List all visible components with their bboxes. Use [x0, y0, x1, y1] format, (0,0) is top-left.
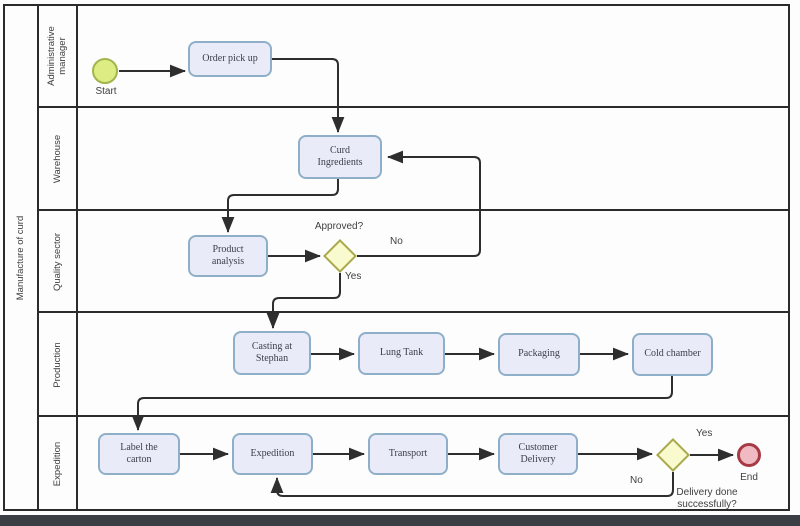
task-label: Casting at Stephan [251, 340, 293, 365]
end-event[interactable] [737, 443, 761, 467]
task-label: Transport [388, 447, 428, 459]
start-label: Start [95, 86, 117, 97]
task-label: Lung Tank [379, 347, 424, 359]
end-label: End [740, 472, 758, 483]
lane-label-production: Production [51, 342, 63, 388]
task-order-pickup[interactable]: Order pick up [188, 41, 272, 77]
pool-title: Manufacture of curd [14, 215, 26, 301]
edge-label-delivery-no: No [630, 475, 643, 486]
task-expedition[interactable]: Expedition [232, 433, 313, 475]
lane-divider [39, 415, 790, 417]
task-packaging[interactable]: Packaging [498, 333, 580, 376]
edge-label-approved-no: No [390, 236, 403, 247]
gateway-approved-question: Approved? [314, 221, 364, 232]
lane-label-separator [76, 4, 78, 511]
lane-label-quality-sector: Quality sector [51, 232, 63, 292]
task-label: Product analysis [211, 243, 245, 268]
task-cold-chamber[interactable]: Cold chamber [632, 333, 713, 376]
lane-label-administrative-manager: Administrative manager [46, 26, 68, 86]
task-customer-delivery[interactable]: Customer Delivery [498, 433, 578, 475]
task-label: Expedition [250, 447, 295, 459]
start-event[interactable] [92, 58, 118, 84]
lane-divider [39, 209, 790, 211]
task-label: Packaging [518, 348, 560, 360]
task-transport[interactable]: Transport [368, 433, 448, 475]
gateway-delivery-question: Delivery done successfully? [676, 487, 738, 510]
task-curd-ingredients[interactable]: Curd Ingredients [298, 135, 382, 179]
lane-label-expedition: Expedition [51, 441, 63, 487]
task-label: Curd Ingredients [317, 144, 363, 169]
lane-divider [39, 311, 790, 313]
task-lung-tank[interactable]: Lung Tank [358, 332, 445, 375]
lane-label-warehouse: Warehouse [51, 134, 63, 184]
task-casting-at-stephan[interactable]: Casting at Stephan [233, 331, 311, 375]
task-label-the-carton[interactable]: Label the carton [98, 433, 180, 475]
edge-label-delivery-yes: Yes [696, 428, 713, 439]
task-product-analysis[interactable]: Product analysis [188, 235, 268, 277]
task-label: Customer Delivery [518, 441, 558, 466]
edge-label-approved-yes: Yes [345, 271, 362, 282]
lane-divider [39, 106, 790, 108]
task-label: Order pick up [202, 52, 258, 64]
bottom-bar [0, 515, 800, 526]
pool-title-separator [37, 4, 39, 511]
task-label: Cold chamber [644, 348, 701, 360]
task-label: Label the carton [120, 441, 158, 466]
